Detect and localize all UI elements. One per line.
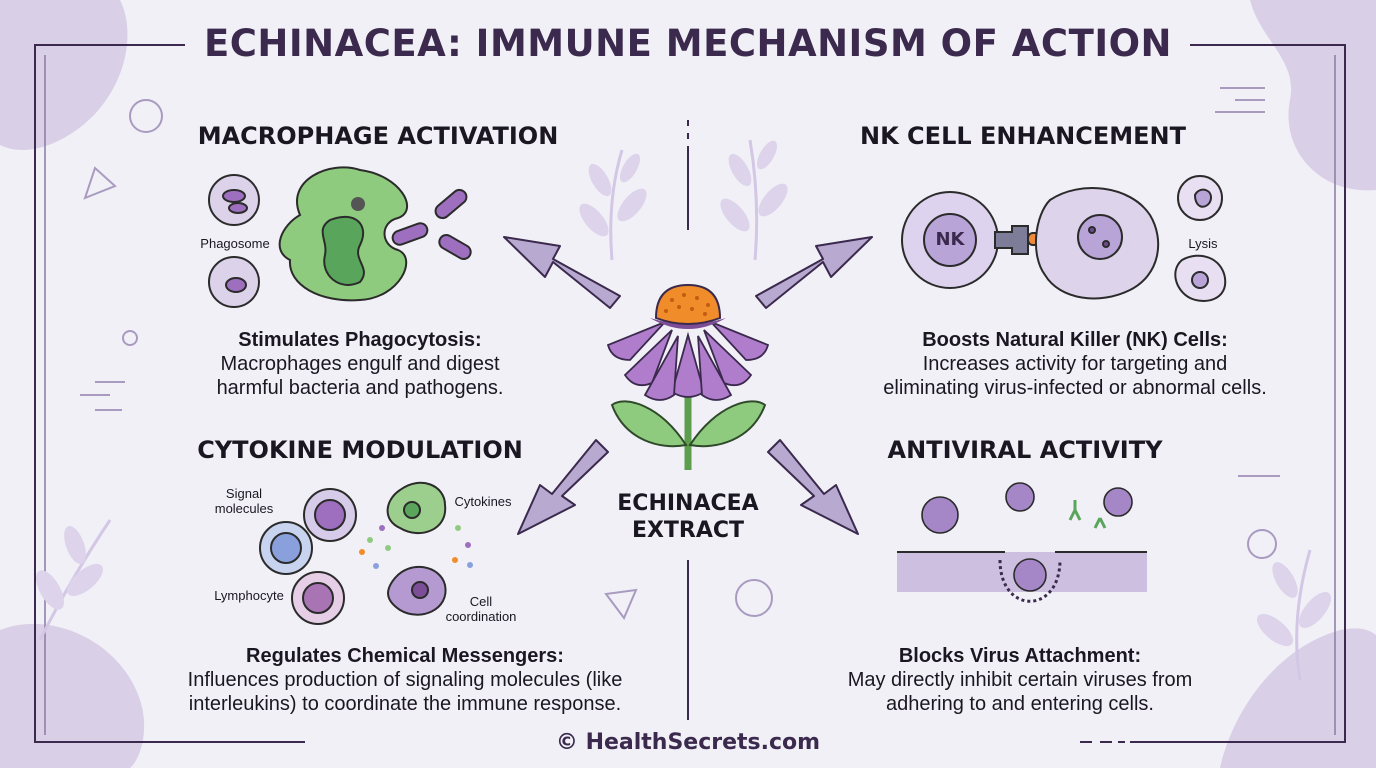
nk-description: Boosts Natural Killer (NK) Cells: Increa… xyxy=(845,328,1305,400)
antiviral-description: Blocks Virus Attachment: May directly in… xyxy=(820,644,1220,716)
echinacea-extract-label: ECHINACEA EXTRACT xyxy=(588,490,788,544)
center-label-line1: ECHINACEA xyxy=(617,491,759,516)
page-title: ECHINACEA: IMMUNE MECHANISM OF ACTION xyxy=(203,22,1173,65)
antiviral-illustration xyxy=(897,482,1147,603)
echinacea-flower-illustration xyxy=(606,283,770,470)
antiviral-desc-head: Blocks Virus Attachment: xyxy=(898,645,1142,667)
arrows xyxy=(503,236,873,535)
antiviral-section-title: ANTIVIRAL ACTIVITY xyxy=(887,436,1163,464)
cytokines-label: Cytokines xyxy=(454,494,512,509)
antiviral-desc-line1: May directly inhibit certain viruses fro… xyxy=(847,669,1193,691)
macrophage-desc-head: Stimulates Phagocytosis: xyxy=(238,329,482,351)
nk-desc-line2: eliminating virus-infected or abnormal c… xyxy=(883,377,1267,399)
cytokine-desc-line2: interleukins) to coordinate the immune r… xyxy=(188,693,622,715)
cytokine-desc-line1: Influences production of signaling molec… xyxy=(187,669,623,691)
center-label-line2: EXTRACT xyxy=(631,518,745,543)
cytokine-description: Regulates Chemical Messengers: Influence… xyxy=(145,644,665,716)
cell-label-line2: coordination xyxy=(445,609,517,624)
lymphocyte-label: Lymphocyte xyxy=(214,588,284,603)
antiviral-desc-line2: adhering to and entering cells. xyxy=(886,693,1154,715)
footer-credit: © HealthSecrets.com xyxy=(555,730,821,755)
lysis-label: Lysis xyxy=(1188,236,1218,251)
macrophage-desc-line1: Macrophages engulf and digest xyxy=(220,353,500,375)
nk-cell-label: NK xyxy=(935,229,965,250)
macrophage-description: Stimulates Phagocytosis: Macrophages eng… xyxy=(165,328,555,400)
nk-section-title: NK CELL ENHANCEMENT xyxy=(860,122,1186,150)
decor-leaves xyxy=(35,139,1332,681)
cytokine-illustration xyxy=(259,481,473,625)
frame xyxy=(34,44,1346,743)
signal-molecules-label: Signal molecules xyxy=(200,486,288,516)
cytokine-section-title: CYTOKINE MODULATION xyxy=(197,436,523,464)
nk-desc-line1: Increases activity for targeting and xyxy=(922,353,1228,375)
nk-cell-illustration xyxy=(901,175,1227,302)
signal-label-line1: Signal xyxy=(225,486,263,501)
phagosome-label: Phagosome xyxy=(200,236,270,251)
macrophage-illustration xyxy=(208,166,472,308)
signal-label-line2: molecules xyxy=(214,501,274,516)
cell-label-line1: Cell xyxy=(469,594,493,609)
macrophage-section-title: MACROPHAGE ACTIVATION xyxy=(197,122,559,150)
macrophage-desc-line2: harmful bacteria and pathogens. xyxy=(216,377,504,399)
cytokine-desc-head: Regulates Chemical Messengers: xyxy=(246,645,564,667)
cell-coordination-label: Cell coordination xyxy=(435,594,527,624)
decor-shapes xyxy=(80,87,1280,620)
nk-desc-head: Boosts Natural Killer (NK) Cells: xyxy=(922,329,1228,351)
